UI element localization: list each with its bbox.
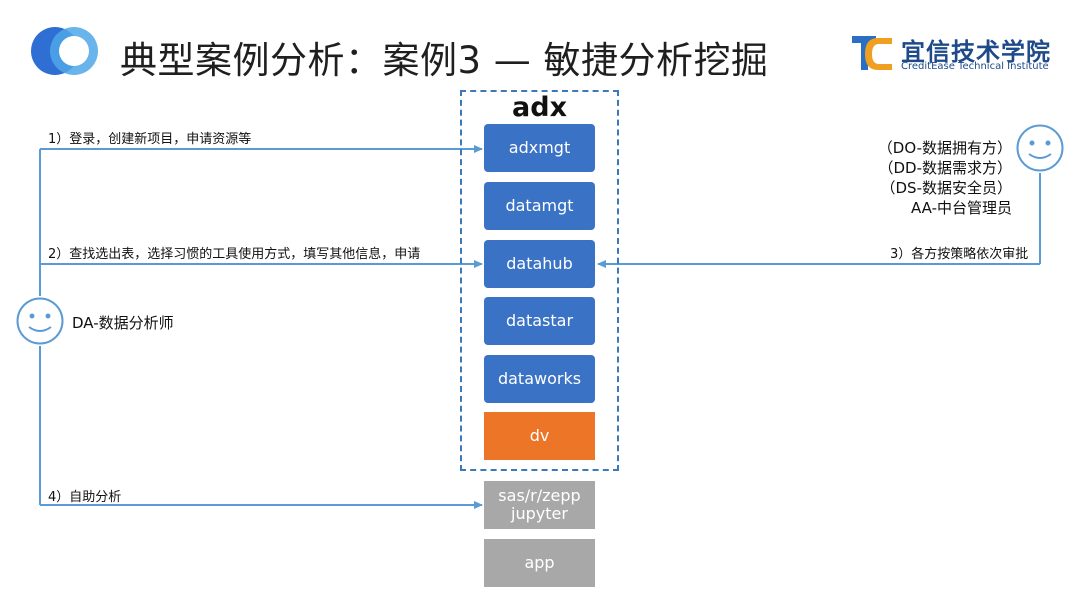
analyst-role-label: DA-数据分析师	[72, 314, 174, 332]
module-analysis-tools: sas/r/zepp jupyter	[484, 481, 595, 529]
module-adxmgt: adxmgt	[484, 124, 595, 172]
page-title: 典型案例分析：案例3 — 敏捷分析挖掘	[120, 39, 769, 82]
role-do: （DO-数据拥有方）	[877, 139, 1012, 157]
step1-label: 1）登录，创建新项目，申请资源等	[48, 132, 252, 147]
step3-label: 3）各方按策略依次审批	[890, 247, 1029, 262]
module-datastar: datastar	[484, 297, 595, 345]
step2-label: 2）查找选出表，选择习惯的工具使用方式，填写其他信息，申请	[48, 247, 421, 262]
module-app: app	[484, 539, 595, 587]
role-aa: AA-中台管理员	[910, 199, 1012, 217]
role-dd: （DD-数据需求方）	[878, 159, 1012, 177]
role-ds: （DS-数据安全员）	[880, 179, 1013, 197]
brand-name-en: CreditEase Technical Institute	[901, 61, 1049, 72]
creditease-logo-icon	[852, 36, 892, 70]
module-datahub: datahub	[484, 240, 595, 288]
analyst-smiley-icon	[16, 297, 64, 345]
approver-roles-list: （DO-数据拥有方） （DD-数据需求方） （DS-数据安全员） AA-中台管理…	[862, 138, 1012, 218]
module-dv: dv	[484, 412, 595, 460]
step4-label: 4）自助分析	[48, 490, 122, 505]
brand-logo: 宜信技术学院 CreditEase Technical Institute	[852, 32, 1062, 76]
module-dataworks: dataworks	[484, 355, 595, 403]
approver-smiley-icon	[1016, 124, 1064, 172]
module-datamgt: datamgt	[484, 182, 595, 230]
adx-title: adx	[512, 92, 567, 123]
adx-platform-boundary	[460, 90, 619, 471]
brand-name-cn: 宜信技术学院	[901, 38, 1051, 66]
presentation-logo-icon	[31, 27, 98, 75]
